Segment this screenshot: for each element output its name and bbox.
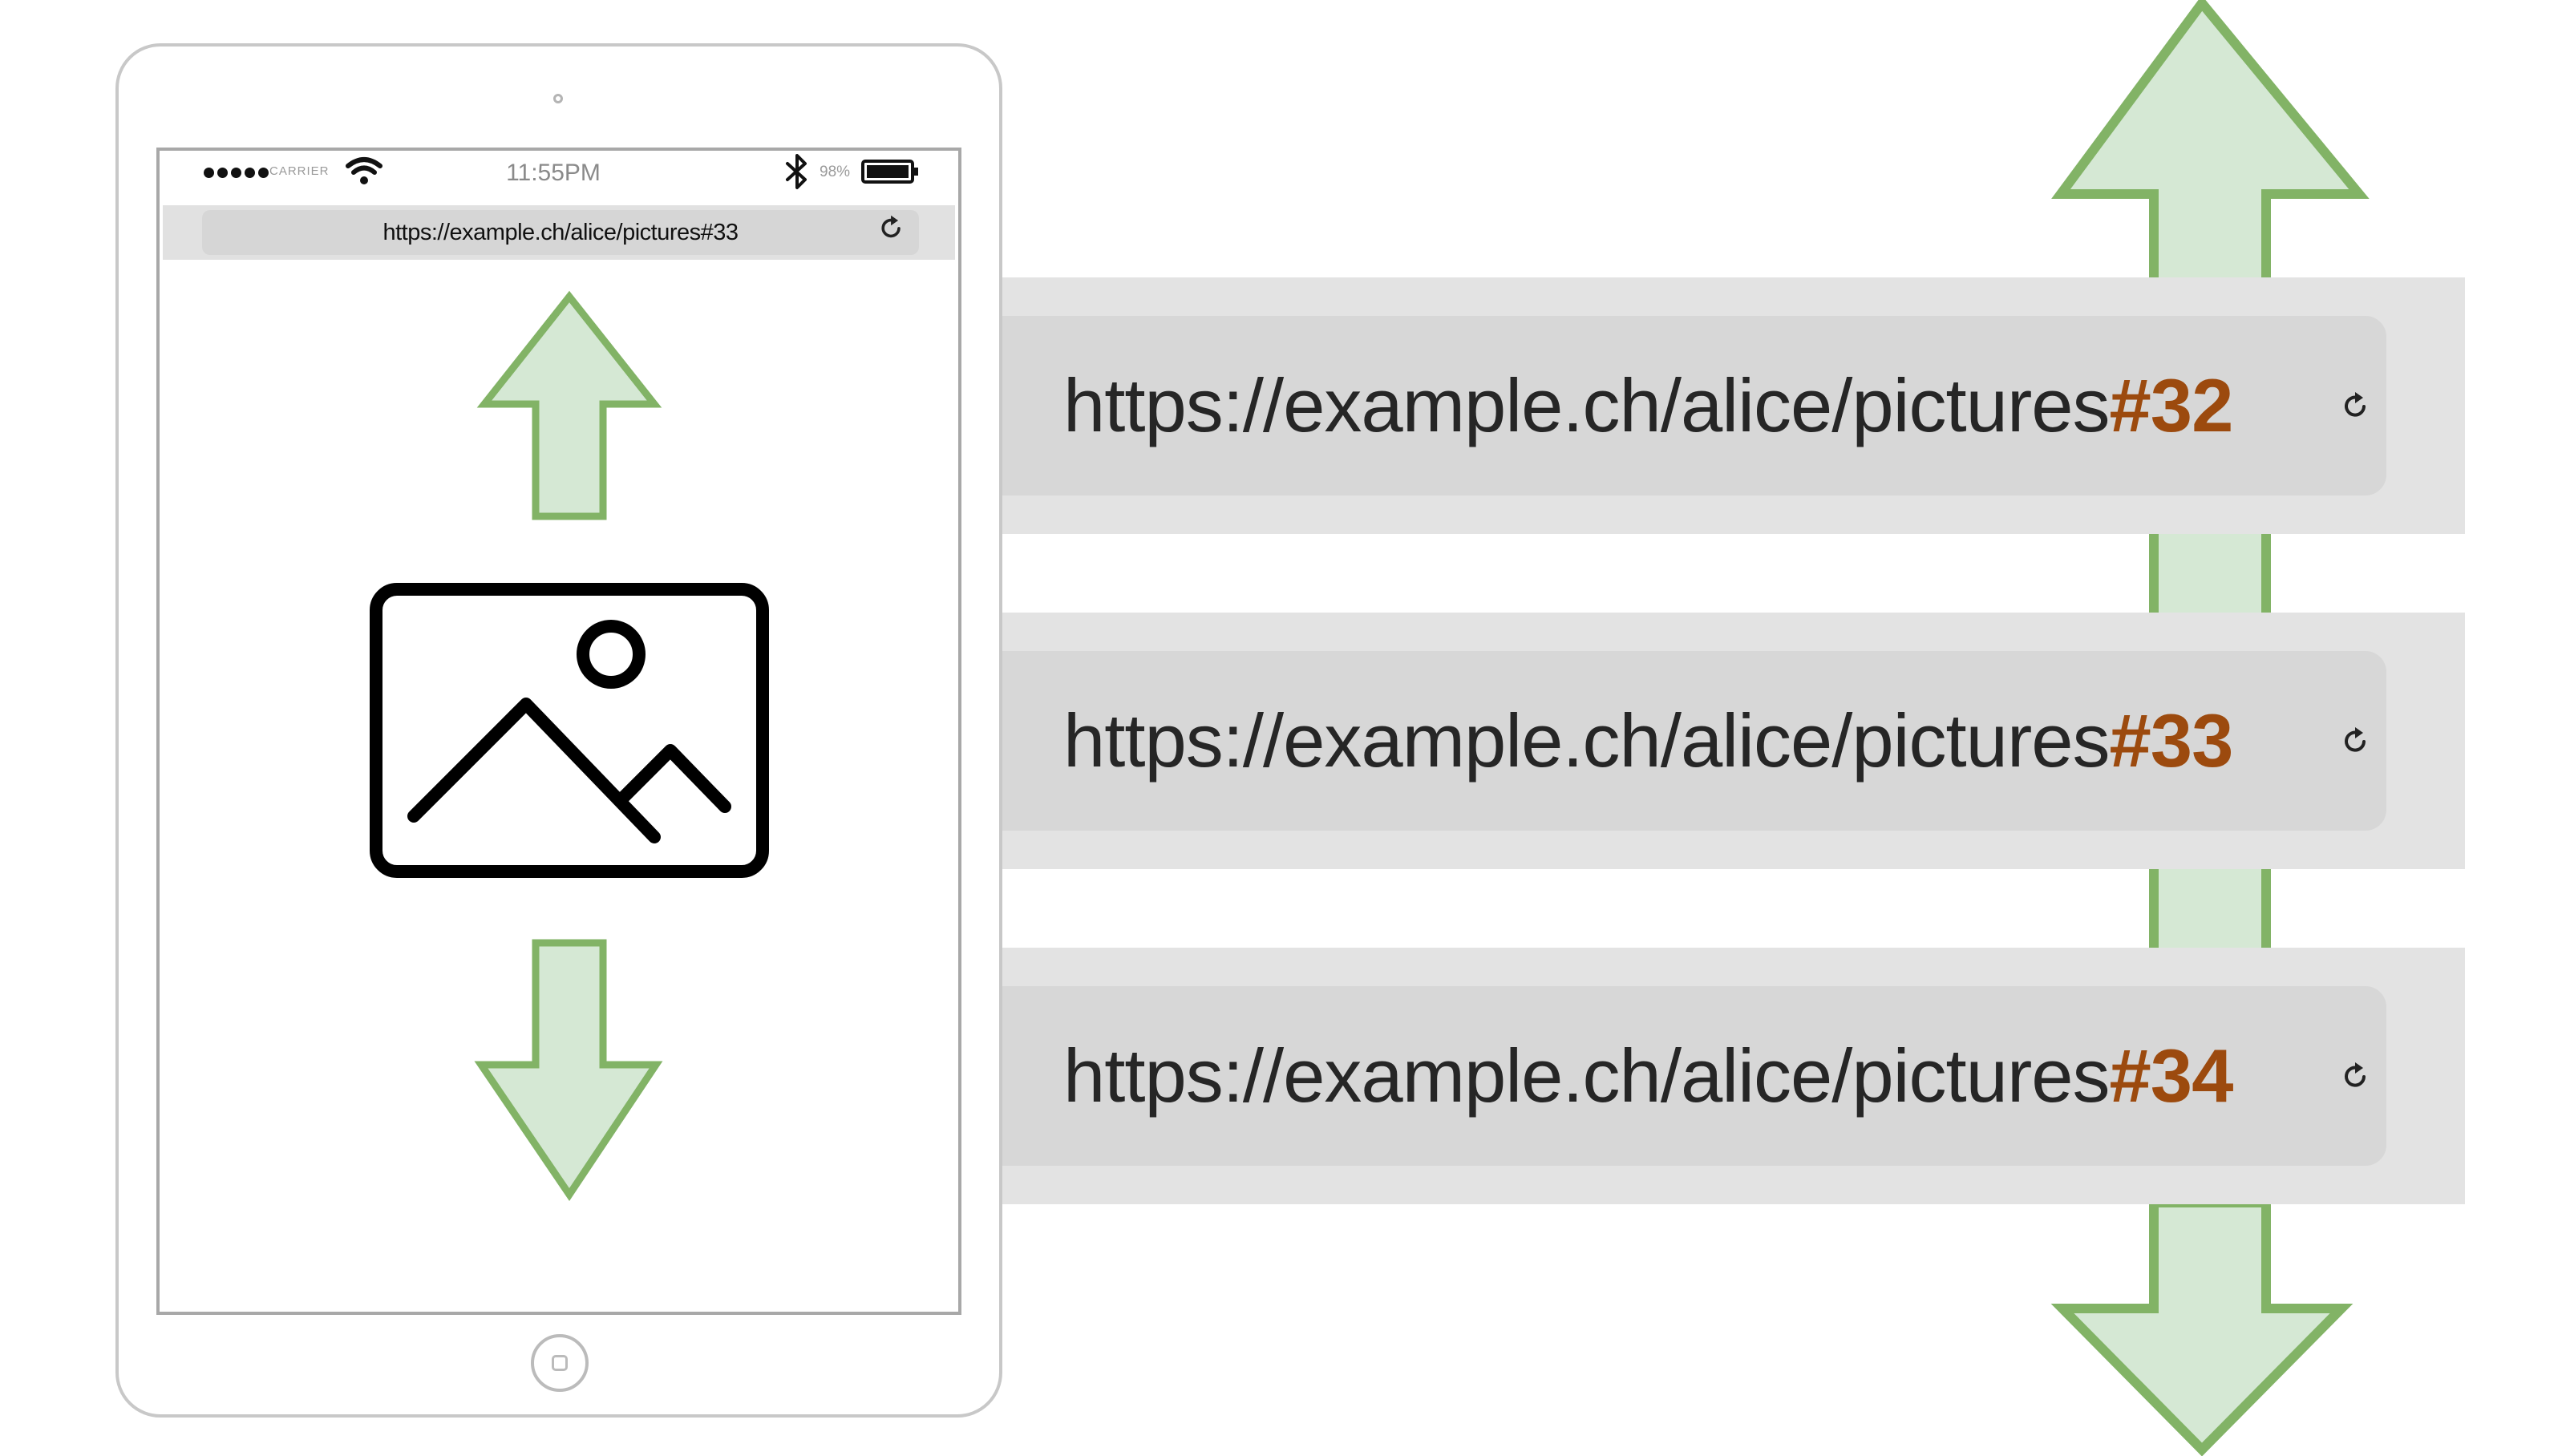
home-button[interactable] xyxy=(531,1334,589,1392)
carrier-label: CARRIER xyxy=(269,164,330,178)
reload-icon[interactable] xyxy=(2340,390,2372,422)
address-pill-32[interactable] xyxy=(1002,316,2386,495)
address-field[interactable] xyxy=(202,210,919,255)
status-time: 11:55PM xyxy=(506,160,601,186)
battery-percent: 98% xyxy=(820,164,851,180)
signal-dot xyxy=(258,167,269,178)
reload-icon[interactable] xyxy=(2340,1060,2372,1092)
home-button-glyph xyxy=(552,1355,568,1371)
swipe-down-arrow xyxy=(474,939,663,1202)
bluetooth-icon xyxy=(786,154,807,189)
signal-dot xyxy=(231,167,241,178)
signal-dot xyxy=(245,167,255,178)
signal-strength-icon xyxy=(204,165,269,180)
address-url-fragment: #33 xyxy=(2109,698,2234,783)
swipe-up-arrow xyxy=(476,290,662,520)
address-url-33: https://example.ch/alice/pictures#33 xyxy=(1063,651,2234,831)
address-url-base: https://example.ch/alice/pictures xyxy=(1063,1033,2111,1118)
address-url-32: https://example.ch/alice/pictures#32 xyxy=(1063,316,2234,495)
address-url: https://example.ch/alice/pictures#33 xyxy=(382,220,739,245)
stack-down-arrow xyxy=(2050,1198,2354,1456)
signal-dot xyxy=(217,167,228,178)
wifi-icon xyxy=(346,157,382,184)
address-url-fragment: #32 xyxy=(2109,363,2234,447)
reload-icon[interactable] xyxy=(2340,725,2372,757)
address-url-base: https://example.ch/alice/pictures xyxy=(1063,363,2111,447)
reload-icon[interactable] xyxy=(877,213,906,242)
address-pill-34[interactable] xyxy=(1002,986,2386,1166)
image-placeholder-icon xyxy=(370,583,769,878)
address-url-base: https://example.ch/alice/pictures xyxy=(1063,698,2111,783)
signal-dot xyxy=(204,167,214,178)
address-url-34: https://example.ch/alice/pictures#34 xyxy=(1063,986,2234,1166)
front-camera xyxy=(553,94,563,103)
address-url-fragment: #34 xyxy=(2109,1033,2234,1118)
address-pill-33[interactable] xyxy=(1002,651,2386,831)
battery-icon xyxy=(861,160,918,184)
